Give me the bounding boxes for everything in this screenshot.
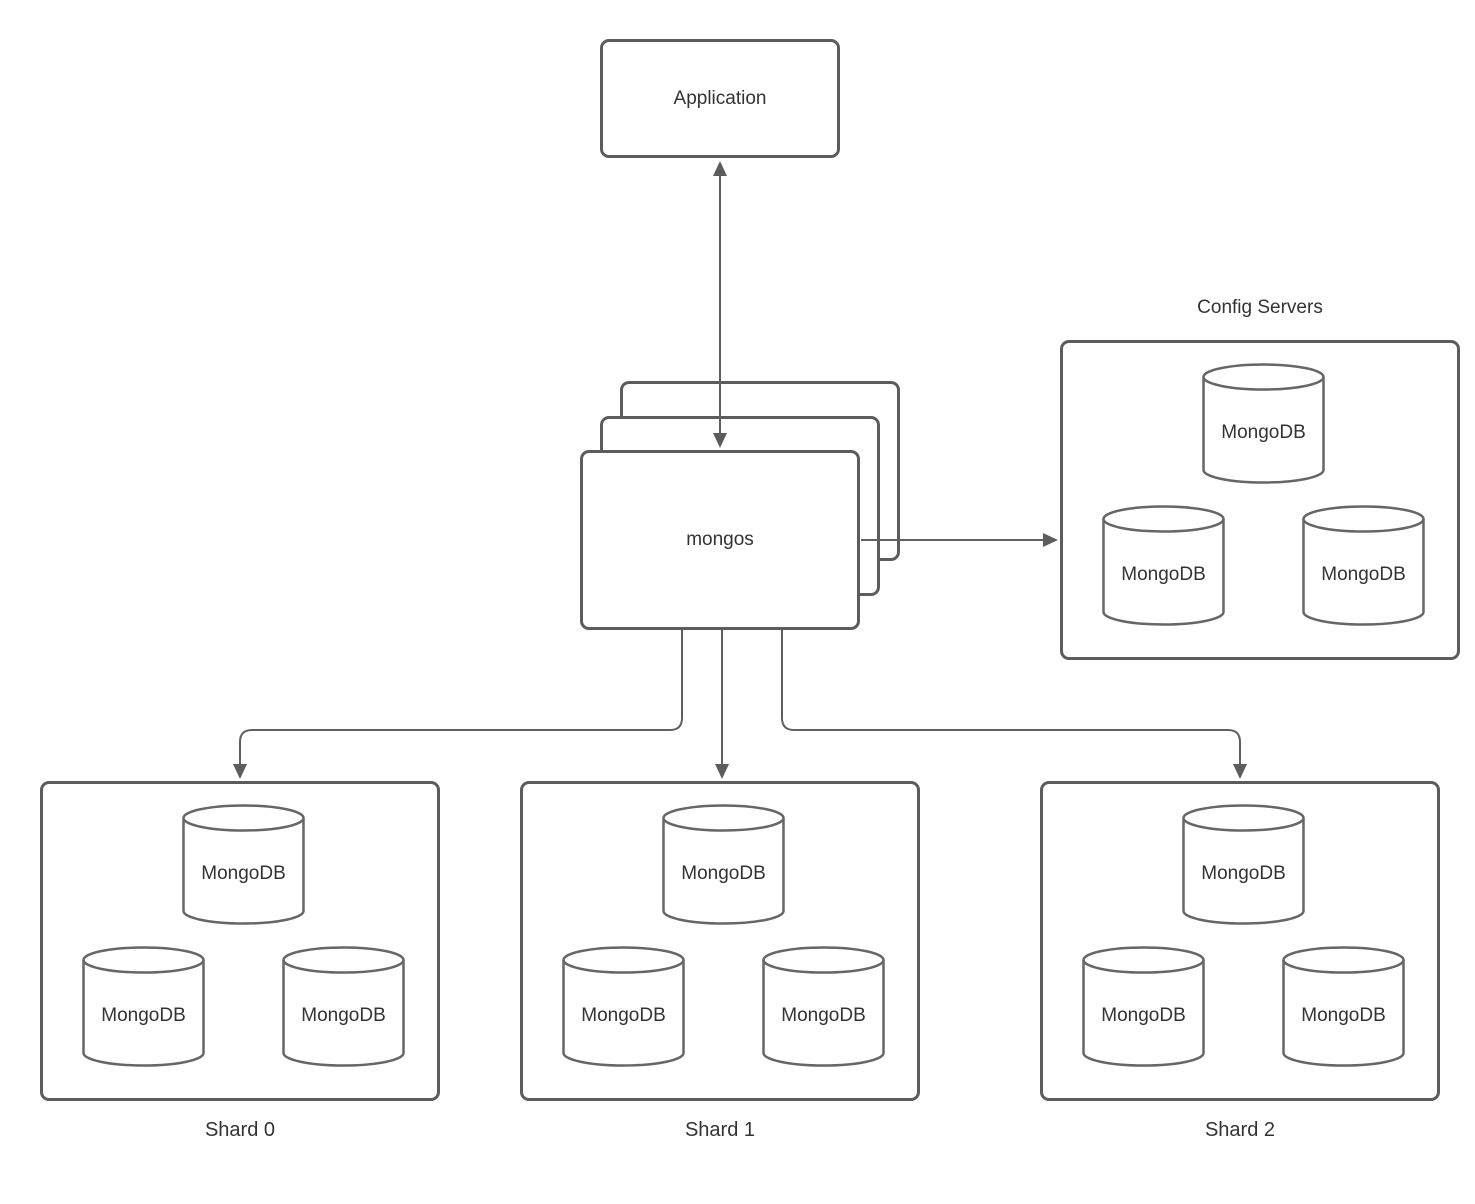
shard-2-group: MongoDB MongoDB MongoDB Shard 2 [1040, 781, 1440, 1143]
connector-mongos-shard0 [233, 628, 683, 779]
mongodb-cylinder: MongoDB [1102, 505, 1225, 626]
mongodb-cylinder: MongoDB [662, 804, 785, 925]
shard-0-box: MongoDB MongoDB MongoDB [40, 781, 440, 1101]
shard-0-label: Shard 0 [204, 1119, 276, 1141]
mongodb-cylinder: MongoDB [182, 804, 305, 925]
mongodb-cylinder: MongoDB [1182, 804, 1305, 925]
database-cylinder-shape [1302, 505, 1425, 626]
arrowhead-up [713, 161, 727, 176]
cylinder-label: MongoDB [1321, 564, 1406, 586]
mongodb-cylinder: MongoDB [282, 946, 405, 1067]
mongodb-cylinder: MongoDB [1282, 946, 1405, 1067]
cylinder-label: MongoDB [581, 1005, 666, 1027]
shard-0-group: MongoDB MongoDB MongoDB Shard 0 [40, 781, 440, 1143]
shard-2-label: Shard 2 [1204, 1119, 1276, 1141]
config-servers-title: Config Servers [1197, 297, 1323, 318]
cylinder-label: MongoDB [101, 1005, 186, 1027]
cylinder-label: MongoDB [1201, 863, 1286, 885]
database-cylinder-shape [1102, 505, 1225, 626]
application-label: Application [673, 87, 767, 109]
cylinder-label: MongoDB [201, 863, 286, 885]
cylinder-label: MongoDB [781, 1005, 866, 1027]
mongos-box: mongos [580, 450, 860, 630]
database-cylinder-shape [82, 946, 205, 1067]
application-box: Application [600, 39, 840, 158]
database-cylinder-shape [1282, 946, 1405, 1067]
mongodb-cylinder: MongoDB [82, 946, 205, 1067]
mongodb-cylinder: MongoDB [562, 946, 685, 1067]
database-cylinder-shape [1082, 946, 1205, 1067]
connector-mongos-shard1 [715, 628, 729, 779]
cylinder-label: MongoDB [681, 863, 766, 885]
cylinder-label: MongoDB [301, 1005, 386, 1027]
config-servers-group: Config Servers MongoDB MongoDB [1060, 296, 1460, 660]
shard-1-box: MongoDB MongoDB MongoDB [520, 781, 920, 1101]
arrowhead-down [1233, 764, 1247, 779]
arrowhead-down [715, 764, 729, 779]
cylinder-label: MongoDB [1101, 1005, 1186, 1027]
database-cylinder-shape [282, 946, 405, 1067]
shard-1-label: Shard 1 [684, 1119, 756, 1141]
cylinder-label: MongoDB [1301, 1005, 1386, 1027]
shard-1-group: MongoDB MongoDB MongoDB Shard 1 [520, 781, 920, 1143]
database-cylinder-shape [1182, 804, 1305, 925]
config-servers-box: MongoDB MongoDB MongoDB [1060, 340, 1460, 660]
arrowhead-right [1043, 533, 1058, 547]
mongodb-cylinder: MongoDB [1202, 363, 1325, 484]
cylinder-label: MongoDB [1221, 422, 1306, 444]
cylinder-label: MongoDB [1121, 564, 1206, 586]
mongodb-cylinder: MongoDB [1302, 505, 1425, 626]
mongodb-cylinder: MongoDB [1082, 946, 1205, 1067]
database-cylinder-shape [762, 946, 885, 1067]
database-cylinder-shape [662, 804, 785, 925]
arrowhead-down [233, 764, 247, 779]
mongos-label: mongos [686, 529, 754, 550]
mongodb-cylinder: MongoDB [762, 946, 885, 1067]
database-cylinder-shape [1202, 363, 1325, 484]
database-cylinder-shape [562, 946, 685, 1067]
shard-2-box: MongoDB MongoDB MongoDB [1040, 781, 1440, 1101]
database-cylinder-shape [182, 804, 305, 925]
